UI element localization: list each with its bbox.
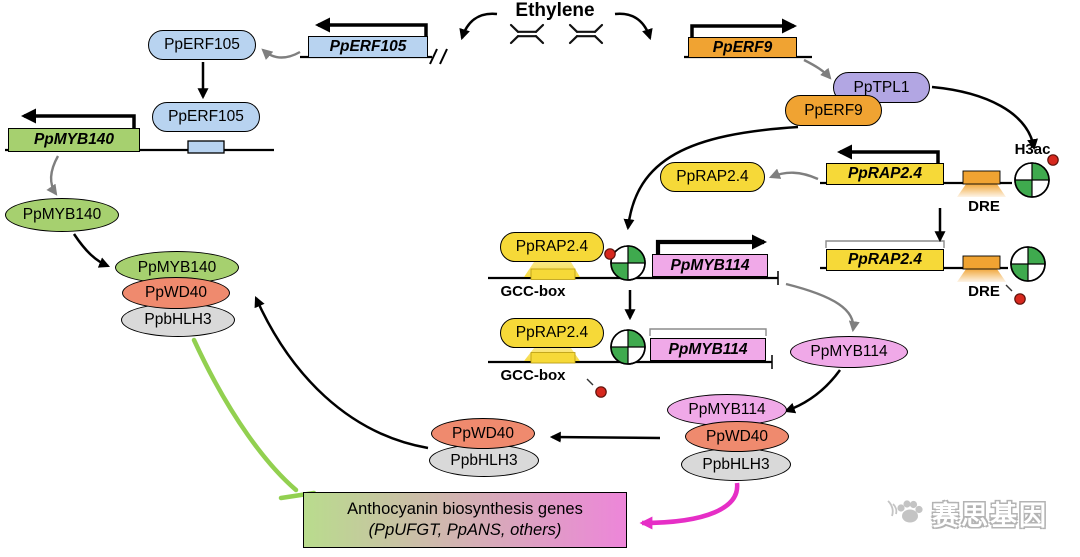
complex-right-bhlh3: PpbHLH3 — [681, 448, 791, 481]
gene-box-myb114-active: PpMYB114 — [652, 254, 768, 277]
dre-label-1: DRE — [968, 198, 1000, 215]
anthocyanin-genes-box: Anthocyanin biosynthesis genes (PpUFGT, … — [303, 492, 627, 548]
anthocyanin-line2: (PpUFGT, PpANS, others) — [368, 521, 562, 539]
h3ac-label: H3ac — [1014, 141, 1051, 158]
anthocyanin-line1: Anthocyanin biosynthesis genes — [347, 499, 583, 518]
paw-icon — [887, 500, 923, 523]
complex-mid-wd40: PpWD40 — [431, 418, 535, 449]
arrow-erf9-to-gccbox — [623, 125, 799, 231]
erf105-binding-site — [187, 140, 225, 154]
protein-myb114: PpMYB114 — [790, 336, 908, 368]
arrow-myb140-gene-to-protein — [46, 155, 60, 196]
gene-box-rap24-active: PpRAP2.4 — [826, 163, 944, 185]
complex-left-myb140: PpMYB140 — [115, 251, 239, 284]
arrow-erf9-to-tpl1-complex — [803, 58, 832, 80]
transcription-arrow-rap24 — [837, 144, 940, 164]
complex-right-myb114: PpMYB114 — [667, 394, 787, 426]
complex-mid-bhlh3: PpbHLH3 — [429, 444, 539, 477]
ethylene-label: Ethylene — [515, 0, 595, 21]
arrow-myb140-to-complex — [72, 233, 111, 268]
red-mark-tails — [586, 284, 1013, 386]
protein-erf105-1: PpERF105 — [148, 30, 256, 60]
transcription-arrow-erf105 — [315, 17, 428, 36]
ethylene-release-arrows — [459, 12, 653, 41]
activation-arrows-black — [72, 62, 1038, 450]
gcc-box-element-2 — [524, 348, 580, 364]
red-mark-icons — [595, 154, 1059, 398]
nucleosome-icon-1 — [1014, 162, 1050, 198]
protein-erf9: PpERF9 — [785, 95, 882, 126]
removed-mark-dot-2 — [595, 386, 607, 398]
nucleosome-icon-2 — [1010, 246, 1046, 282]
protein-rap24-gcc2: PpRAP2.4 — [500, 318, 604, 348]
transcription-arrow-myb140 — [21, 108, 136, 128]
gene-box-myb114-repressed: PpMYB114 — [650, 338, 766, 361]
arrow-rap24-gene-to-protein — [768, 168, 819, 181]
gene-box-rap24-repressed: PpRAP2.4 — [826, 249, 944, 271]
removed-mark-dot-1 — [1014, 293, 1026, 305]
watermark-text: 赛思基因 — [932, 501, 1048, 531]
complex-right-wd40: PpWD40 — [685, 421, 789, 452]
dre-element-1 — [957, 170, 1006, 197]
dre-element-2 — [957, 255, 1006, 282]
gcc-box-element-1 — [524, 262, 580, 280]
gene-box-myb140: PpMYB140 — [8, 128, 140, 152]
dre-label-2: DRE — [968, 283, 1000, 300]
protein-erf105-2: PpERF105 — [152, 102, 260, 132]
arrow-erf105-gene-to-protein — [261, 48, 301, 60]
gcc1-red-dot — [604, 248, 616, 260]
transcription-arrow-erf9 — [690, 18, 797, 37]
h3ac-red-dot — [1047, 154, 1059, 166]
complex-left-wd40: PpWD40 — [122, 277, 230, 309]
transcription-arrows — [21, 17, 940, 254]
transcription-arrow-myb114 — [655, 234, 767, 254]
expression-arrows-gray — [46, 48, 860, 333]
protein-rap24-free: PpRAP2.4 — [660, 162, 765, 192]
arrow-tpl1-to-histone — [931, 85, 1038, 151]
ethylene-molecule-icon — [509, 23, 604, 45]
protein-myb140: PpMYB140 — [5, 198, 119, 232]
gene-box-erf105: PpERF105 — [308, 36, 428, 58]
arrow-myb114-gene-to-protein — [785, 282, 860, 333]
gene-box-erf9: PpERF9 — [688, 37, 797, 58]
arrow-rightcomplex-to-midcomplex — [549, 431, 661, 443]
nucleosome-icon-4 — [610, 329, 646, 365]
nucleosome-icon-3 — [610, 245, 646, 281]
activation-arrow-magenta — [639, 482, 740, 530]
complex-left-bhlh3: PpbHLH3 — [121, 303, 235, 337]
gcc-box-label-1: GCC-box — [500, 283, 566, 300]
gcc-box-label-2: GCC-box — [500, 367, 566, 384]
repressed-gene-brackets — [649, 240, 945, 336]
arrow-myb114-to-complex — [783, 369, 842, 414]
protein-rap24-gcc1: PpRAP2.4 — [500, 232, 604, 262]
arrow-midcomplex-to-leftcomplex — [254, 295, 429, 450]
